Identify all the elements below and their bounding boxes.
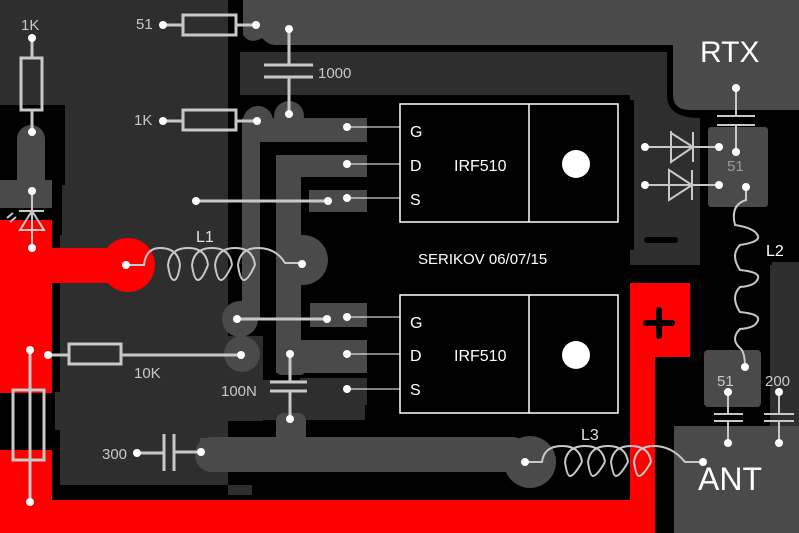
r-51-top-label: 51	[136, 16, 153, 33]
board-title: SERIKOV 06/07/15	[418, 251, 547, 268]
capacitor-100n: 100N	[221, 350, 307, 423]
l1-label: L1	[196, 229, 214, 246]
capacitor-300: 300	[102, 434, 205, 471]
r-10k-label: 10K	[134, 365, 161, 382]
q1-pin-g: G	[410, 124, 422, 141]
resistor-1k-led: 1K	[19, 17, 44, 136]
c-200-label: 200	[765, 373, 790, 390]
r-1k-led-label: 1K	[21, 17, 39, 34]
transistor-q2: G D S IRF510	[343, 294, 619, 414]
q2-part: IRF510	[454, 348, 507, 365]
c-51-ant-label: 51	[717, 373, 734, 390]
r-1k-gate-label: 1K	[134, 112, 152, 129]
capacitor-200: 200	[764, 373, 794, 447]
c-51-rtx-label: 51	[727, 158, 744, 175]
transistor-q1: G D S IRF510	[343, 103, 619, 223]
c-100n-label: 100N	[221, 383, 257, 400]
q2-pin-s: S	[410, 382, 421, 399]
capacitor-51-rtx: 51	[717, 84, 755, 175]
capacitor-51-ant: 51	[714, 373, 743, 447]
resistor-10k: 10K	[11, 342, 245, 506]
minus-sign	[644, 237, 678, 243]
rtx-label: RTX	[700, 36, 759, 69]
inductor-l3: L3	[521, 427, 707, 478]
inductor-l1: L1	[122, 229, 306, 282]
c-1000-label: 1000	[318, 65, 351, 82]
q1-pin-d: D	[410, 158, 422, 175]
q2-pin-g: G	[410, 315, 422, 332]
mounting-hole	[562, 150, 590, 178]
capacitor-1000: 1000	[264, 25, 351, 118]
q2-pin-d: D	[410, 348, 422, 365]
inductor-l2: L2	[732, 183, 784, 371]
led-indicator	[6, 187, 46, 252]
l2-label: L2	[766, 243, 784, 260]
resistor-1k-gate: 1K	[134, 108, 261, 132]
q1-part: IRF510	[454, 158, 507, 175]
mounting-hole	[562, 341, 590, 369]
l3-label: L3	[581, 427, 599, 444]
diode-pair	[641, 131, 723, 202]
resistor-51-top: 51	[136, 13, 260, 37]
drain-copper	[222, 101, 367, 375]
rtx-copper	[243, 0, 799, 110]
c-300-label: 300	[102, 446, 127, 463]
q1-pin-s: S	[410, 192, 421, 209]
plus-sign	[643, 307, 675, 339]
ant-label: ANT	[698, 461, 762, 497]
